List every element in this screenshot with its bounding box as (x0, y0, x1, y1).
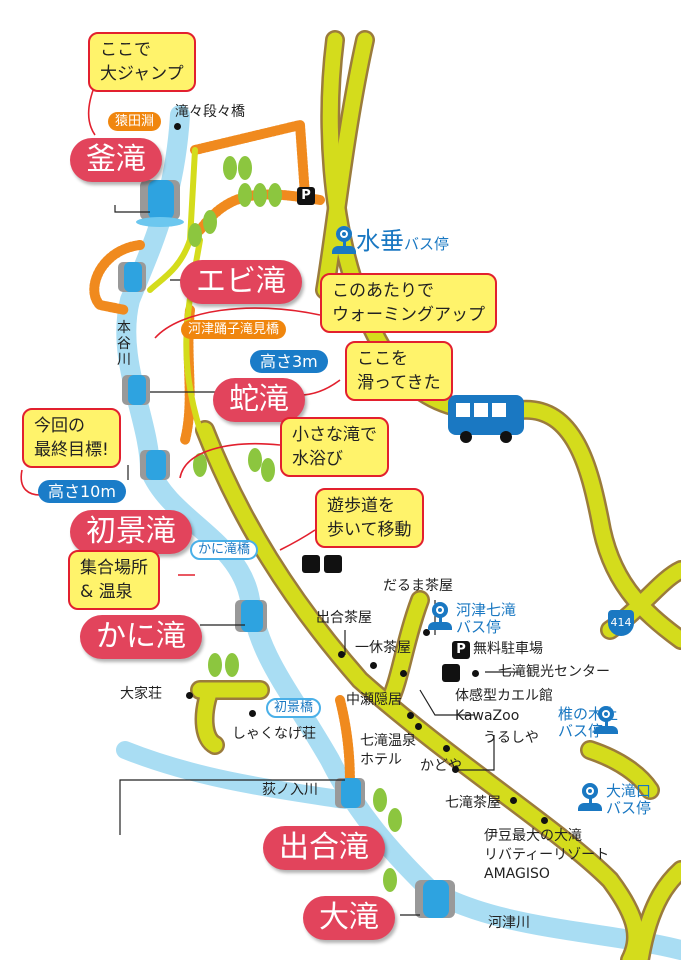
place-kanko-center: 七滝観光センター (498, 664, 610, 680)
bus-stop-mizutare[interactable]: 水垂バス停 (332, 226, 449, 259)
callout-line: 水浴び (292, 449, 343, 469)
accessible-icon (324, 555, 342, 573)
place-onsen-hotel-1: 七滝温泉 (360, 733, 416, 749)
place-dot (510, 797, 517, 804)
height-badge-hebi: 高さ3m (250, 350, 328, 373)
place-daruma: だるま茶屋 (383, 578, 453, 594)
bus-stop-nanadaru[interactable]: 河津七滝バス停 (428, 601, 517, 636)
callout-line: 滑ってきた (357, 373, 441, 393)
callout-warmup: このあたりでウォーミングアップ (320, 273, 497, 333)
height-badge-shokei: 高さ10m (38, 480, 126, 503)
callout-slide: ここを滑ってきた (345, 341, 453, 401)
callout-line: 集合場所 (80, 558, 148, 578)
place-dot (423, 629, 430, 636)
callout-line: ここを (357, 349, 408, 369)
place-kadoya: かどや (420, 758, 462, 774)
parking-icon: P (297, 187, 315, 205)
place-dot (415, 723, 422, 730)
trees (188, 156, 402, 892)
place-kawazoo-1: 体感型カエル館 (455, 688, 553, 704)
bus-stop-line: バス停 (558, 722, 604, 740)
bus-stop-line: バス停 (606, 799, 652, 817)
bus-stop-icon (578, 783, 602, 813)
bus-stop-icon (594, 706, 619, 736)
callout-line: & 温泉 (80, 582, 133, 602)
place-dot (174, 123, 181, 130)
place-dot (472, 670, 479, 677)
waterfall-icons (118, 180, 455, 918)
place-urushiya: うるしや (483, 730, 539, 746)
route-414-shield: 414 (608, 610, 634, 636)
label-sarutabuchi: 猿田淵 (108, 112, 162, 131)
waterfall-label-deaidaru[interactable]: 出合滝 (263, 826, 385, 870)
place-amagiso-2: リバティーリゾート (484, 847, 610, 863)
callout-line: 歩いて移動 (327, 520, 412, 540)
place-dot (370, 662, 377, 669)
place-dot (452, 766, 459, 773)
place-dot (338, 651, 345, 658)
callout-line: ウォーミングアップ (332, 305, 485, 325)
bus-stop-shiinoki[interactable]: 椎の木上バス停 (558, 706, 619, 740)
place-dot (249, 710, 256, 717)
river-label-oginoiri: 荻ノ入川 (262, 782, 318, 798)
place-deai-chaya: 出合茶屋 (316, 610, 372, 626)
callout-jump: ここで大ジャンプ (88, 32, 196, 92)
waterfall-label-kanidaru[interactable]: かに滝 (80, 615, 202, 659)
callout-goal: 今回の最終目標! (22, 408, 121, 468)
place-dot (186, 692, 193, 699)
place-dot (407, 712, 414, 719)
place-shakunage: しゃくなげ荘 (232, 726, 316, 742)
parking-icon: P (452, 641, 470, 659)
waterfall-label-kamadaru[interactable]: 釜滝 (70, 138, 162, 182)
place-ikkyu: 一休茶屋 (355, 640, 411, 656)
place-taki-bridge: 滝々段々橋 (175, 104, 245, 120)
callout-meet: 集合場所 & 温泉 (68, 550, 160, 610)
place-dot (541, 817, 548, 824)
restroom-icon (302, 555, 320, 573)
waterfall-label-odaru[interactable]: 大滝 (303, 896, 395, 940)
callout-line: 最終目標! (34, 440, 109, 460)
bus-stop-icon (332, 226, 356, 256)
place-parking-free: 無料駐車場 (473, 641, 543, 657)
place-kawazoo-2: KawaZoo (455, 708, 520, 724)
label-kani-bridge: かに滝橋 (190, 540, 259, 560)
place-dot (400, 670, 407, 677)
bus-stop-line: 大滝口 (606, 782, 652, 800)
bus-icon (448, 395, 524, 443)
waterfall-label-ebidaru[interactable]: エビ滝 (180, 260, 302, 304)
callout-line: 大ジャンプ (100, 64, 184, 84)
bus-stop-name: 水垂 (356, 227, 404, 255)
waterfall-label-hebidaru[interactable]: 蛇滝 (213, 378, 305, 422)
place-onsen-hotel-2: ホテル (360, 752, 402, 768)
label-shokei-bridge: 初景橋 (266, 698, 322, 718)
bus-stop-line: 河津七滝 (456, 601, 517, 619)
place-dot (443, 745, 450, 752)
bus-stop-line: バス停 (456, 618, 502, 636)
callout-bath: 小さな滝で水浴び (280, 417, 389, 477)
place-amagiso-1: 伊豆最大の大滝 (484, 828, 582, 844)
place-amagiso-3: AMAGISO (484, 866, 550, 882)
place-taikaso: 大家荘 (120, 686, 162, 702)
callout-line: このあたりで (332, 281, 434, 301)
place-nakase: 中瀬隠居 (346, 692, 402, 708)
callout-line: ここで (100, 40, 151, 60)
river-label-hontani: 本谷川 (117, 320, 131, 368)
callout-line: 遊歩道を (327, 496, 395, 516)
callout-walk: 遊歩道を歩いて移動 (315, 488, 424, 548)
bus-stop-icon (428, 602, 452, 632)
bus-stop-odaruguchi[interactable]: 大滝口バス停 (578, 782, 652, 817)
waterfall-label-shokeidaru[interactable]: 初景滝 (70, 510, 192, 554)
river-label-kawazu: 河津川 (488, 915, 530, 931)
callout-line: 今回の (34, 416, 85, 436)
bus-stop-suffix: バス停 (404, 235, 450, 253)
label-odoriko-bridge: 河津踊子滝見橋 (181, 320, 287, 339)
callout-line: 小さな滝で (292, 425, 377, 445)
place-nanadaru-chaya: 七滝茶屋 (445, 795, 501, 811)
restroom-icon (442, 664, 460, 682)
